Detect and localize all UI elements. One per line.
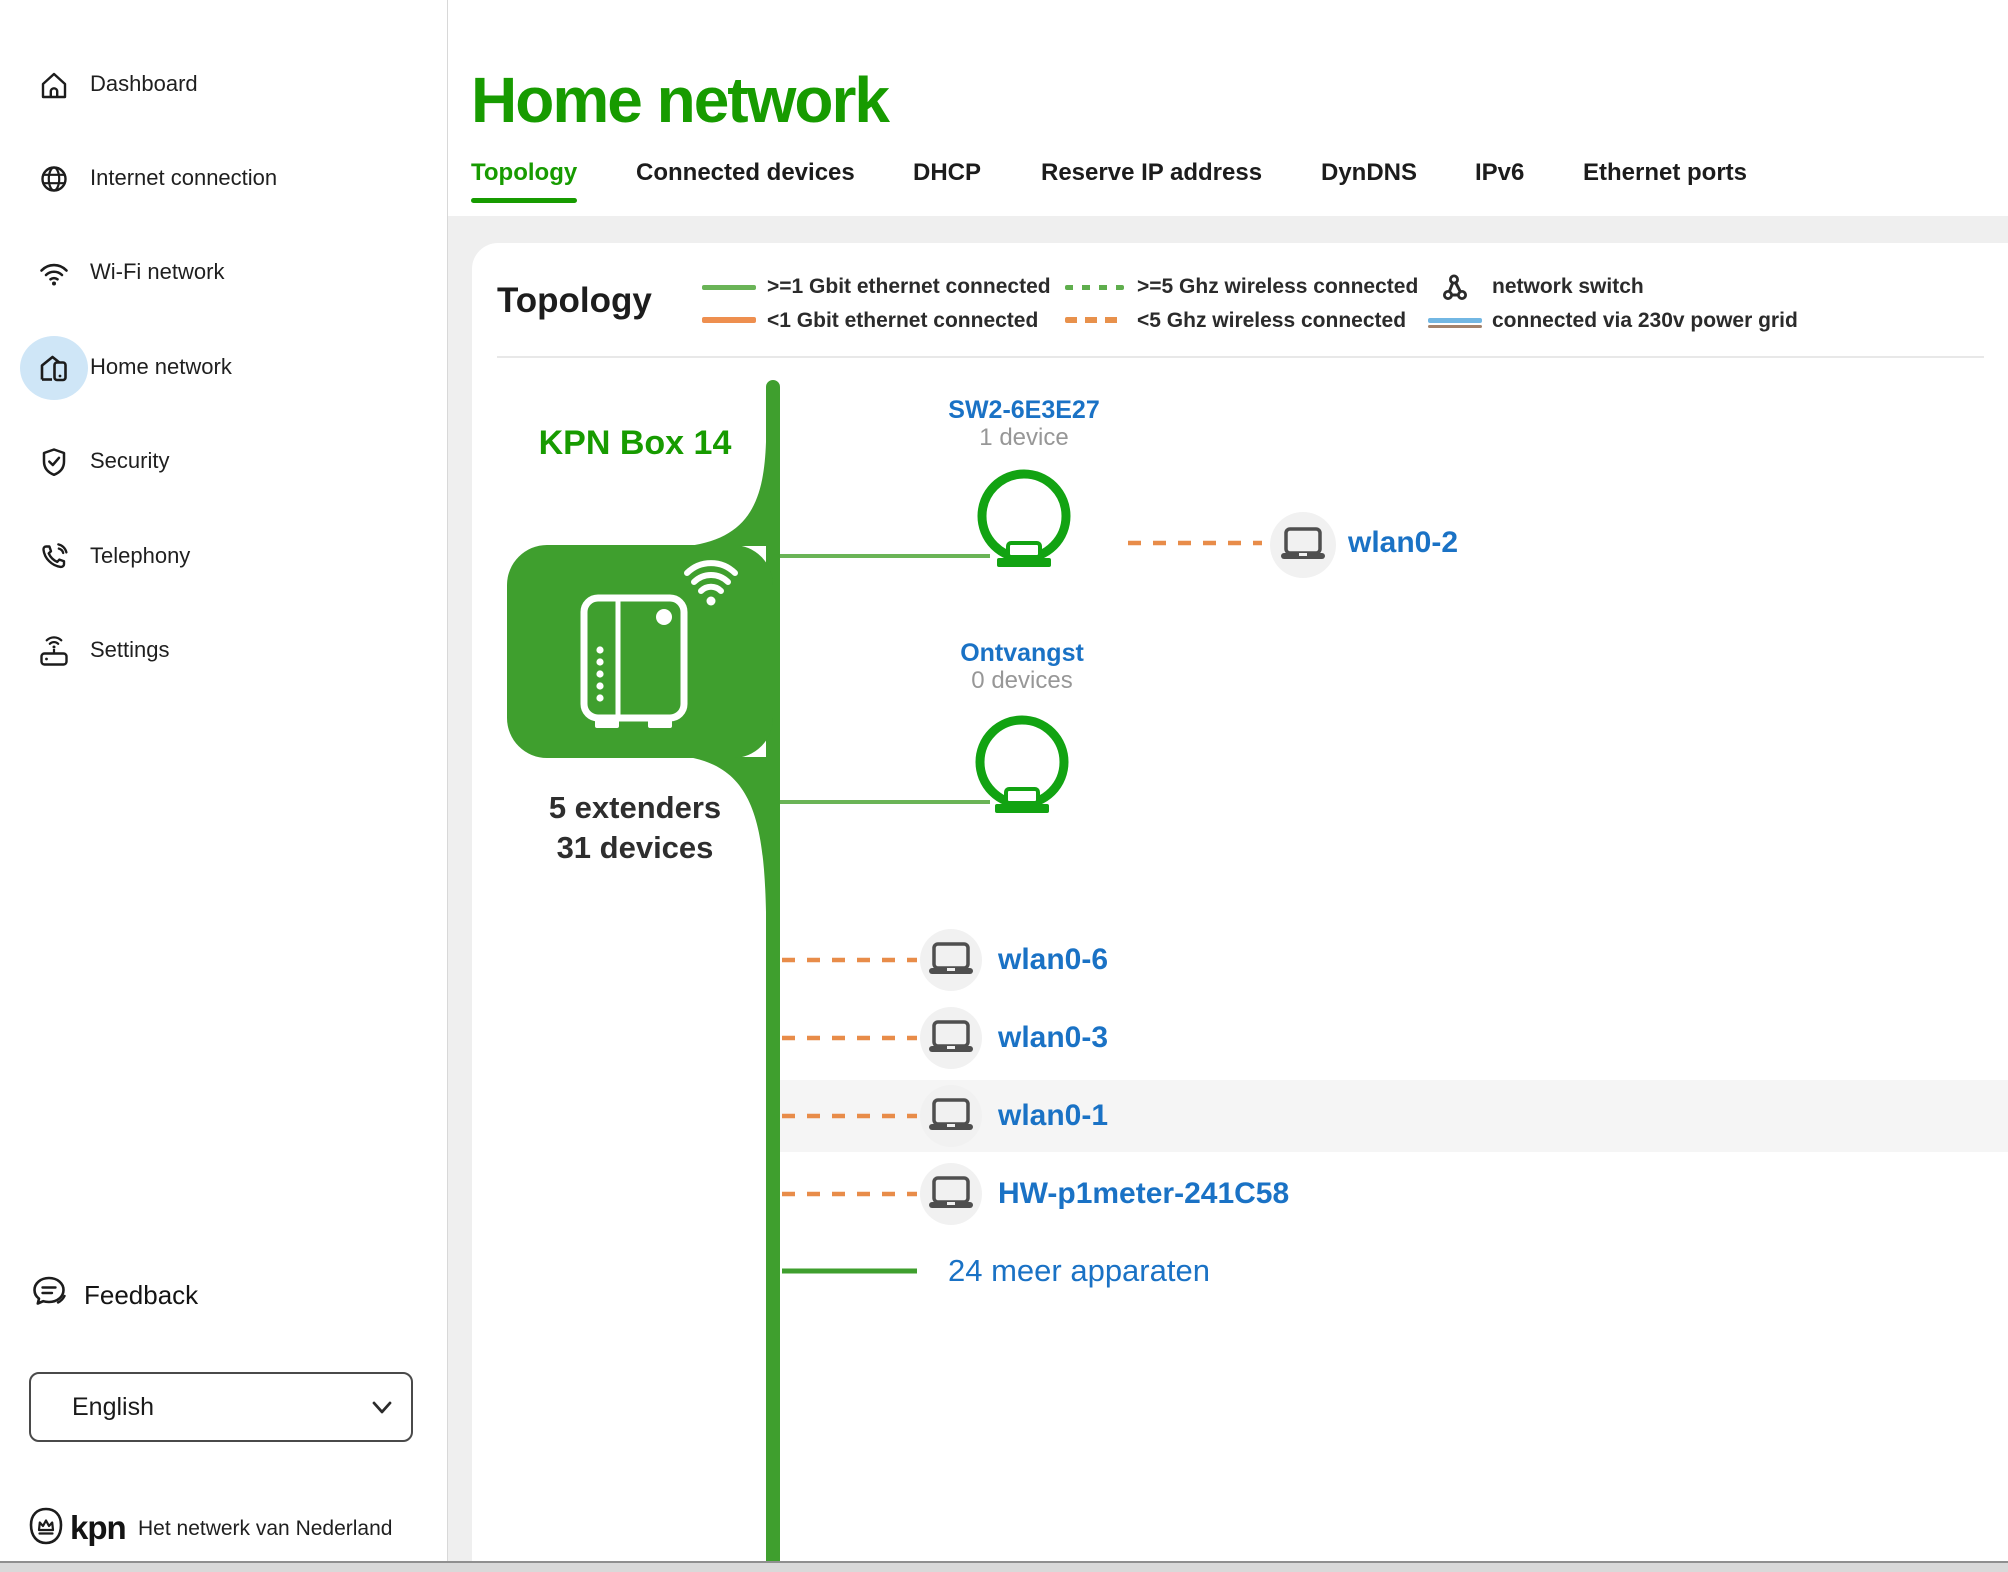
sidebar-item-home-network[interactable]: Home network bbox=[0, 334, 447, 402]
device-link-wlan0-6[interactable]: wlan0-6 bbox=[998, 943, 1109, 976]
extender-node-device-count: 0 devices bbox=[971, 667, 1073, 694]
feedback-chat-icon bbox=[33, 1276, 66, 1305]
legend-wireless-slow-swatch bbox=[1065, 317, 1125, 323]
active-tab-underline bbox=[471, 198, 577, 203]
device-link-wlan0-1[interactable]: wlan0-1 bbox=[998, 1099, 1109, 1132]
card-header-divider bbox=[497, 356, 1984, 358]
feedback-button[interactable]: Feedback bbox=[28, 1272, 408, 1320]
sidebar-item-settings[interactable]: Settings bbox=[0, 617, 447, 685]
sidebar-item-label: Wi-Fi network bbox=[90, 259, 225, 284]
tab-reserve-ip-address[interactable]: Reserve IP address bbox=[1041, 159, 1263, 186]
sidebar: Dashboard Internet connection Wi-Fi netw… bbox=[0, 0, 448, 1561]
sidebar-border bbox=[447, 0, 448, 1561]
extender-node-name[interactable]: Ontvangst bbox=[960, 639, 1084, 667]
brand-tagline: Het netwerk van Nederland bbox=[138, 1517, 393, 1540]
extender-node-name[interactable]: SW2-6E3E27 bbox=[948, 396, 1100, 424]
more-devices-link[interactable]: 24 meer apparaten bbox=[948, 1253, 1210, 1288]
tab-connected-devices[interactable]: Connected devices bbox=[636, 159, 855, 186]
network-switch-icon bbox=[1443, 274, 1467, 300]
device-link-wlan0-3[interactable]: wlan0-3 bbox=[998, 1021, 1109, 1054]
highlighted-device-row bbox=[766, 1080, 2008, 1152]
device-link-hw-p1meter[interactable]: HW-p1meter-241C58 bbox=[998, 1177, 1290, 1210]
sidebar-item-wifi-network[interactable]: Wi-Fi network bbox=[0, 239, 447, 307]
modem-settings-icon bbox=[40, 636, 68, 666]
tab-ipv6[interactable]: IPv6 bbox=[1475, 159, 1525, 186]
legend-ethernet-slow-label: <1 Gbit ethernet connected bbox=[767, 309, 1039, 332]
brand-footer: kpn Het netwerk van Nederland bbox=[26, 1505, 446, 1557]
wifi-icon bbox=[40, 263, 68, 286]
sidebar-item-label: Security bbox=[90, 448, 170, 473]
device-link-wlan0-2[interactable]: wlan0-2 bbox=[1348, 526, 1459, 559]
tab-topology[interactable]: Topology bbox=[471, 159, 578, 186]
legend-ethernet-fast-swatch bbox=[702, 285, 756, 290]
feedback-label: Feedback bbox=[84, 1280, 199, 1310]
chevron-down-icon bbox=[372, 1401, 392, 1414]
sidebar-item-telephony[interactable]: Telephony bbox=[0, 523, 447, 591]
sidebar-item-dashboard[interactable]: Dashboard bbox=[0, 51, 447, 119]
home-network-icon bbox=[40, 355, 67, 382]
legend-wireless-slow-label: <5 Ghz wireless connected bbox=[1137, 309, 1407, 332]
sidebar-item-label: Home network bbox=[90, 354, 232, 379]
sidebar-item-label: Telephony bbox=[90, 543, 191, 568]
sidebar-item-label: Dashboard bbox=[90, 71, 198, 96]
gateway-name: KPN Box 14 bbox=[538, 424, 732, 462]
tab-dhcp[interactable]: DHCP bbox=[913, 159, 982, 186]
legend-ethernet-fast-label: >=1 Gbit ethernet connected bbox=[767, 275, 1051, 298]
kpn-crown-icon bbox=[29, 1507, 63, 1545]
tab-dyndns[interactable]: DynDNS bbox=[1321, 159, 1418, 186]
sidebar-item-internet-connection[interactable]: Internet connection bbox=[0, 145, 447, 213]
bottom-window-edge bbox=[0, 1561, 2008, 1572]
topology-card-title: Topology bbox=[497, 281, 652, 320]
legend-wireless-fast-label: >=5 Ghz wireless connected bbox=[1137, 275, 1419, 298]
phone-icon bbox=[42, 543, 68, 569]
legend-powergrid-label: connected via 230v power grid bbox=[1492, 309, 1798, 332]
sidebar-item-label: Settings bbox=[90, 637, 170, 662]
tab-ethernet-ports[interactable]: Ethernet ports bbox=[1583, 159, 1748, 186]
legend-wireless-fast-swatch bbox=[1065, 285, 1124, 290]
legend-ethernet-slow-swatch bbox=[702, 317, 756, 323]
home-icon bbox=[41, 72, 67, 99]
gateway-devices-count: 31 devices bbox=[556, 830, 714, 865]
legend-powergrid-swatch-brown bbox=[1428, 325, 1482, 328]
page-title: Home network bbox=[471, 63, 890, 136]
kpn-logo-text: kpn bbox=[70, 1509, 127, 1546]
legend-switch-label: network switch bbox=[1492, 275, 1644, 298]
legend-powergrid-swatch-blue bbox=[1428, 318, 1482, 323]
sidebar-item-security[interactable]: Security bbox=[0, 428, 447, 496]
language-select[interactable]: English bbox=[29, 1372, 413, 1442]
gateway-extenders-count: 5 extenders bbox=[548, 790, 722, 825]
gateway-stats: 5 extenders 31 devices bbox=[495, 788, 775, 868]
shield-check-icon bbox=[42, 448, 66, 477]
sidebar-item-label: Internet connection bbox=[90, 165, 278, 190]
globe-icon bbox=[41, 166, 67, 192]
extender-node-device-count: 1 device bbox=[979, 424, 1069, 451]
language-select-value: English bbox=[72, 1393, 154, 1421]
